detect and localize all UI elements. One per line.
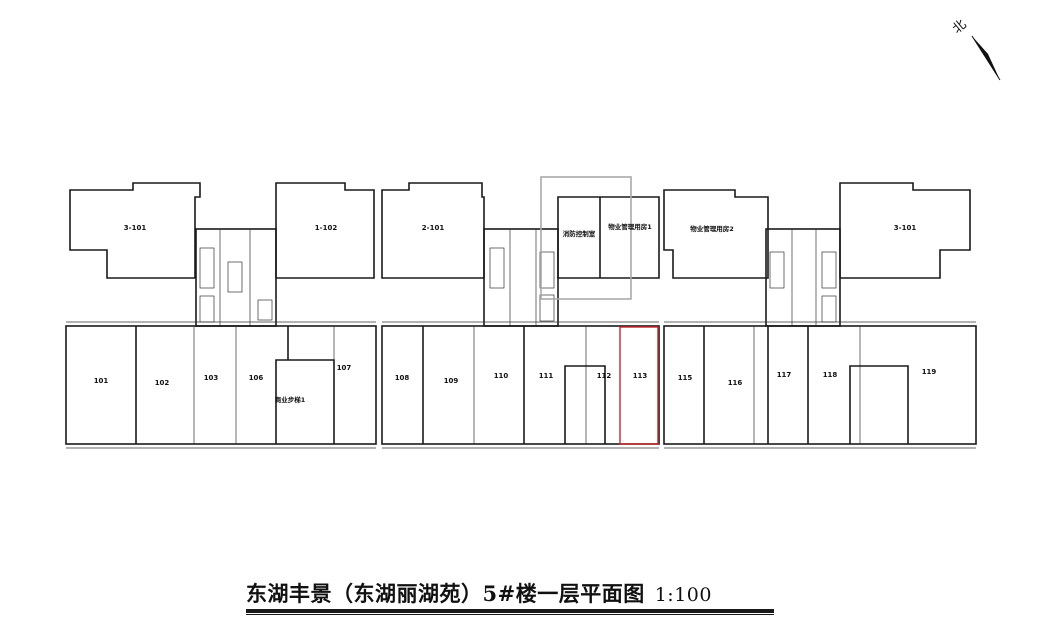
shop-label: 113 xyxy=(633,372,648,380)
drawing-scale: 1:100 xyxy=(654,584,712,606)
shop-label: 116 xyxy=(728,379,743,387)
upper-block-middle xyxy=(381,176,660,327)
title-underline xyxy=(246,609,774,613)
shop-label: 103 xyxy=(204,374,219,382)
stair-label: 商业步梯1 xyxy=(275,395,306,404)
unit-label: 1-102 xyxy=(315,224,338,232)
shop-label: 112 xyxy=(597,372,612,380)
shop-label: 102 xyxy=(155,379,170,387)
shop-label: 106 xyxy=(249,374,264,382)
commercial-strip-left xyxy=(65,325,377,445)
title-underline-thin xyxy=(246,614,774,615)
upper-block-right xyxy=(663,182,971,327)
shop-label: 119 xyxy=(922,368,937,376)
upper-unit-labels: 3-101 1-102 2-101 消防控制室 物业管理用房1 物业管理用房2 … xyxy=(124,222,917,238)
shop-label: 111 xyxy=(539,372,554,380)
north-arrow-icon xyxy=(971,35,1001,81)
shop-label: 117 xyxy=(777,371,792,379)
shop-label: 107 xyxy=(337,364,352,372)
drawing-title-block: 东湖丰景（东湖丽湖苑）5#楼一层平面图 1:100 xyxy=(246,578,774,608)
drawing-title: 东湖丰景（东湖丽湖苑）5#楼一层平面图 1:100 xyxy=(246,578,712,608)
shop-label: 115 xyxy=(678,374,693,382)
shop-label: 118 xyxy=(823,371,838,379)
shop-label: 101 xyxy=(94,377,109,385)
unit-label: 3-101 xyxy=(894,224,917,232)
unit-label: 物业管理用房1 xyxy=(608,222,652,231)
commercial-strip-middle xyxy=(381,325,660,445)
shop-label: 110 xyxy=(494,372,509,380)
unit-label: 2-101 xyxy=(422,224,445,232)
drawing-title-text: 东湖丰景（东湖丽湖苑）5#楼一层平面图 xyxy=(246,581,645,606)
unit-label: 3-101 xyxy=(124,224,147,232)
highlighted-shop-113 xyxy=(619,326,659,445)
dimension-marks xyxy=(66,321,976,449)
upper-block-left xyxy=(69,182,375,327)
unit-label: 消防控制室 xyxy=(563,229,596,238)
shop-labels: 101 102 103 106 107 108 109 110 111 112 … xyxy=(94,364,937,404)
commercial-strip-right xyxy=(663,325,977,445)
unit-label: 物业管理用房2 xyxy=(690,224,734,233)
shop-label: 109 xyxy=(444,377,459,385)
shop-label: 108 xyxy=(395,374,410,382)
